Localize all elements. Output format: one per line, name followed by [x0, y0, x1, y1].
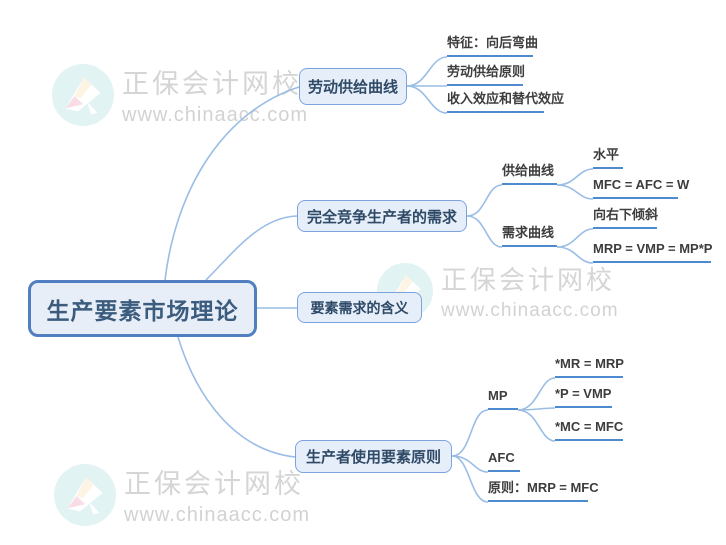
- leaf-downward-sloping[interactable]: 向右下倾斜: [593, 207, 658, 229]
- leaf-afc[interactable]: AFC: [488, 450, 520, 472]
- leaf-feature-backward-bending[interactable]: 特征：向后弯曲: [447, 35, 538, 57]
- leaf-horizontal[interactable]: 水平: [593, 147, 623, 169]
- root-topic-node[interactable]: 生产要素市场理论: [28, 280, 257, 337]
- leaf-p-vmp[interactable]: *P = VMP: [555, 386, 612, 408]
- leaf-income-substitution-effects[interactable]: 收入效应和替代效应: [447, 91, 564, 113]
- leaf-principle-mrp-mfc[interactable]: 原则：MRP = MFC: [488, 480, 599, 502]
- branch-node-producer-factor-principle[interactable]: 生产者使用要素原则: [295, 440, 452, 473]
- branch-node-competitive-producer-demand[interactable]: 完全竞争生产者的需求: [297, 200, 467, 232]
- leaf-mc-mfc[interactable]: *MC = MFC: [555, 419, 623, 441]
- leaf-mfc-afc-w[interactable]: MFC = AFC = W: [593, 177, 689, 199]
- subnode-demand-curve[interactable]: 需求曲线: [502, 225, 557, 247]
- leaf-mrp-vmp-mpp[interactable]: MRP = VMP = MP*P: [593, 241, 712, 263]
- branch-node-labor-supply-curve[interactable]: 劳动供给曲线: [299, 68, 407, 105]
- subnode-mp[interactable]: MP: [488, 388, 518, 410]
- branch-node-factor-demand-meaning[interactable]: 要素需求的含义: [297, 292, 422, 323]
- leaf-mr-mrp[interactable]: *MR = MRP: [555, 356, 624, 378]
- subnode-supply-curve[interactable]: 供给曲线: [502, 163, 557, 185]
- leaf-labor-supply-principle[interactable]: 劳动供给原则: [447, 64, 525, 86]
